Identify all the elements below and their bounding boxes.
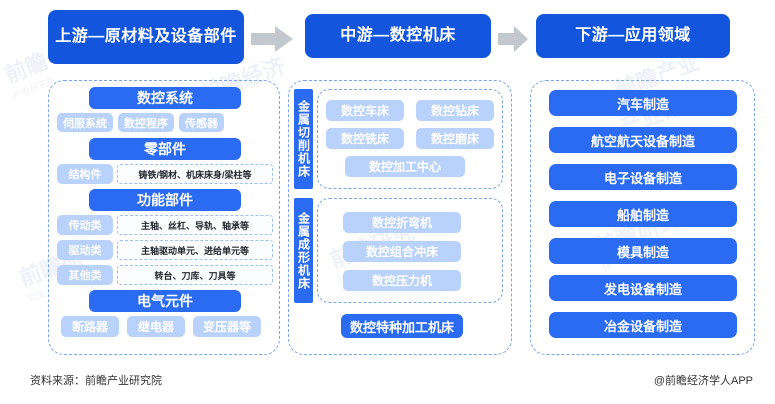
right-arrow-icon [251,26,293,52]
upstream-group-title-3[interactable]: 电气元件 [89,290,241,312]
midstream-item[interactable]: 数控折弯机 [343,212,461,233]
midstream-vertical-label-0: 金属切削机床 [294,89,313,189]
upstream-detail-tag[interactable]: 传动类 [57,215,113,235]
upstream-detail-row: 驱动类 主轴驱动单元、进给单元等 [57,240,273,260]
downstream-item[interactable]: 汽车制造 [549,90,737,116]
header-row: 上游—原材料及设备部件 中游—数控机床 下游—应用领域 [0,8,775,66]
upstream-detail-row: 结构件 铸铁/钢材、机床床身/梁柱等 [57,164,273,184]
downstream-item[interactable]: 船舶制造 [549,201,737,227]
upstream-detail-row: 其他类 转台、刀库、刀具等 [57,265,273,285]
header-midstream[interactable]: 中游—数控机床 [305,14,491,58]
upstream-sub-pill[interactable]: 数控程序 [118,113,174,132]
midstream-item[interactable]: 数控钻床 [416,100,494,121]
upstream-detail-text: 主轴驱动单元、进给单元等 [117,240,273,260]
header-downstream[interactable]: 下游—应用领域 [536,14,730,58]
midstream-item[interactable]: 数控压力机 [343,270,461,291]
upstream-detail-row: 传动类 主轴、丝杠、导轨、轴承等 [57,215,273,235]
midstream-vertical-label-1: 金属成形机床 [294,198,313,303]
downstream-item[interactable]: 冶金设备制造 [549,312,737,338]
upstream-group-title-1[interactable]: 零部件 [89,138,241,160]
upstream-sub-pill[interactable]: 继电器 [127,316,185,337]
downstream-item[interactable]: 电子设备制造 [549,164,737,190]
right-arrow-icon [498,26,540,52]
midstream-item[interactable]: 数控车床 [326,100,404,121]
upstream-sub-pill[interactable]: 传感器 [179,113,224,132]
upstream-detail-tag[interactable]: 其他类 [57,265,113,285]
upstream-sub-pill[interactable]: 变压器等 [193,316,261,337]
credit-note: @前瞻经济学人APP [653,375,753,387]
upstream-sub-pill[interactable]: 伺服系统 [57,113,113,132]
upstream-detail-tag[interactable]: 驱动类 [57,240,113,260]
upstream-sub-row-0: 伺服系统 数控程序 传感器 [57,113,224,132]
midstream-item[interactable]: 数控磨床 [416,128,494,149]
midstream-item[interactable]: 数控组合冲床 [343,241,461,262]
upstream-group-title-0[interactable]: 数控系统 [89,87,241,109]
upstream-detail-text: 主轴、丝杠、导轨、轴承等 [117,215,273,235]
upstream-detail-tag[interactable]: 结构件 [57,164,113,184]
upstream-sub-row-3: 断路器 继电器 变压器等 [61,316,261,337]
upstream-detail-text: 铸铁/钢材、机床床身/梁柱等 [117,164,273,184]
upstream-detail-text: 转台、刀库、刀具等 [117,265,273,285]
upstream-sub-pill[interactable]: 断路器 [61,316,119,337]
downstream-item[interactable]: 模具制造 [549,238,737,264]
downstream-column: 汽车制造 航空航天设备制造 电子设备制造 船舶制造 模具制造 发电设备制造 冶金… [530,80,755,355]
source-note: 资料来源：前瞻产业研究院 [30,375,162,387]
midstream-subgroup-0: 数控车床 数控钻床 数控铣床 数控磨床 数控加工中心 [317,89,503,189]
header-upstream[interactable]: 上游—原材料及设备部件 [48,10,244,64]
midstream-subgroup-1: 数控折弯机 数控组合冲床 数控压力机 [317,198,503,303]
upstream-group-title-2[interactable]: 功能部件 [89,189,241,211]
downstream-item[interactable]: 发电设备制造 [549,275,737,301]
downstream-item[interactable]: 航空航天设备制造 [549,127,737,153]
midstream-column: 金属切削机床 数控车床 数控钻床 数控铣床 数控磨床 数控加工中心 金属成形机床… [288,80,512,355]
midstream-item[interactable]: 数控铣床 [326,128,404,149]
midstream-item[interactable]: 数控加工中心 [345,156,465,177]
upstream-column: 数控系统 伺服系统 数控程序 传感器 零部件 结构件 铸铁/钢材、机床床身/梁柱… [48,80,280,355]
midstream-standalone-item[interactable]: 数控特种加工机床 [341,314,463,338]
